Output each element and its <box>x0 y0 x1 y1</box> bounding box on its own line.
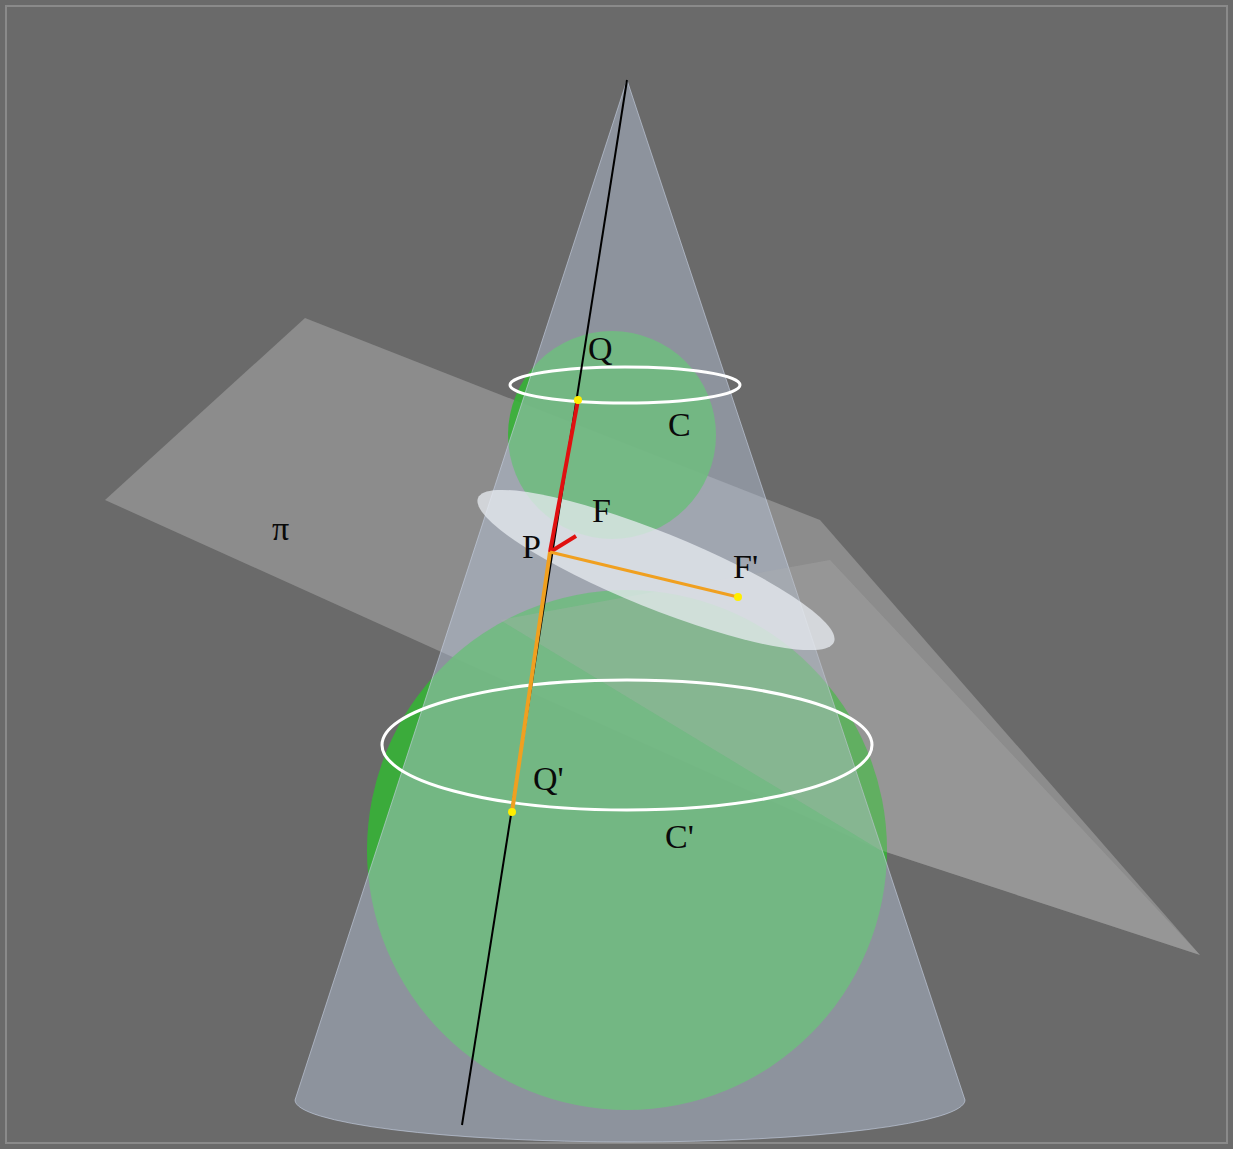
generatrix <box>462 80 627 1125</box>
point-label: F <box>592 494 611 528</box>
point-label: Q' <box>533 762 564 796</box>
segment-pq <box>550 400 578 552</box>
point-label: C' <box>665 820 694 854</box>
point-label: Q <box>588 332 613 366</box>
point-label: P <box>522 530 541 564</box>
segment-pf <box>550 536 576 552</box>
point <box>574 396 582 404</box>
segment-pf-prime <box>550 552 738 597</box>
point-label: π <box>272 512 289 546</box>
point <box>508 808 516 816</box>
background <box>6 6 1227 1143</box>
point <box>734 593 742 601</box>
conic-section <box>464 463 849 677</box>
plane-front <box>500 560 1200 955</box>
tangent-circle <box>510 367 740 403</box>
tangent-circle <box>382 680 872 810</box>
point-label: F' <box>733 550 758 584</box>
point-label: C <box>668 408 691 442</box>
